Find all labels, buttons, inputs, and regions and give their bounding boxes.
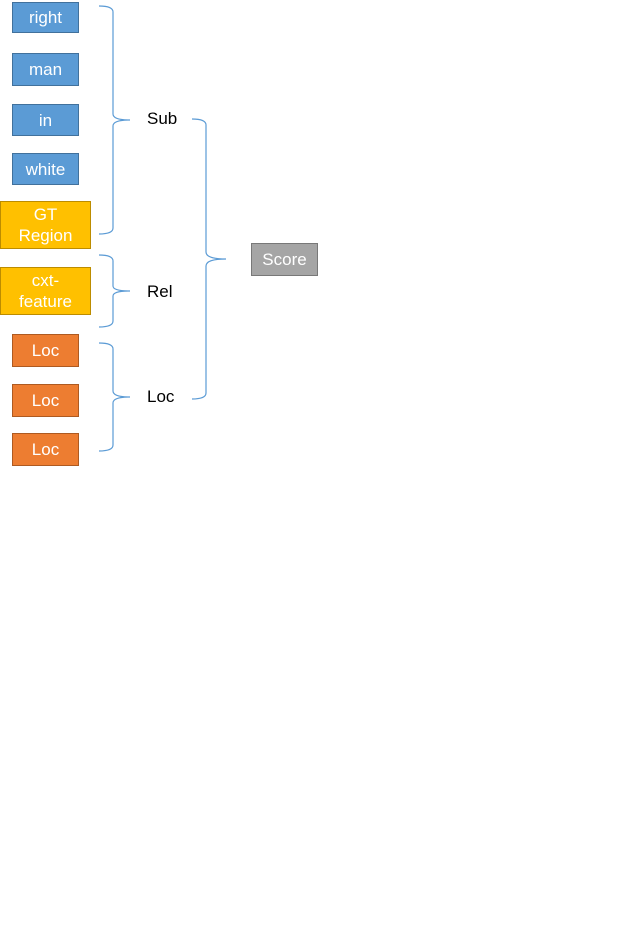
word-box-in: in [12, 104, 79, 136]
score-bracket [191, 118, 227, 400]
loc-box-3: Loc [12, 433, 79, 466]
score-box: Score [251, 243, 318, 276]
sub-bracket [98, 5, 131, 235]
rel-label: Rel [147, 282, 173, 301]
gt-region-box: GT Region [0, 201, 91, 249]
word-box-right: right [12, 2, 79, 33]
word-box-white: white [12, 153, 79, 185]
loc-bracket [98, 342, 131, 452]
loc-label: Loc [147, 387, 175, 406]
loc-box-1: Loc [12, 334, 79, 367]
rel-bracket [98, 254, 131, 328]
cxt-feature-box: cxt- feature [0, 267, 91, 315]
loc-box-2: Loc [12, 384, 79, 417]
word-box-man: man [12, 53, 79, 86]
sub-label: Sub [147, 109, 178, 128]
